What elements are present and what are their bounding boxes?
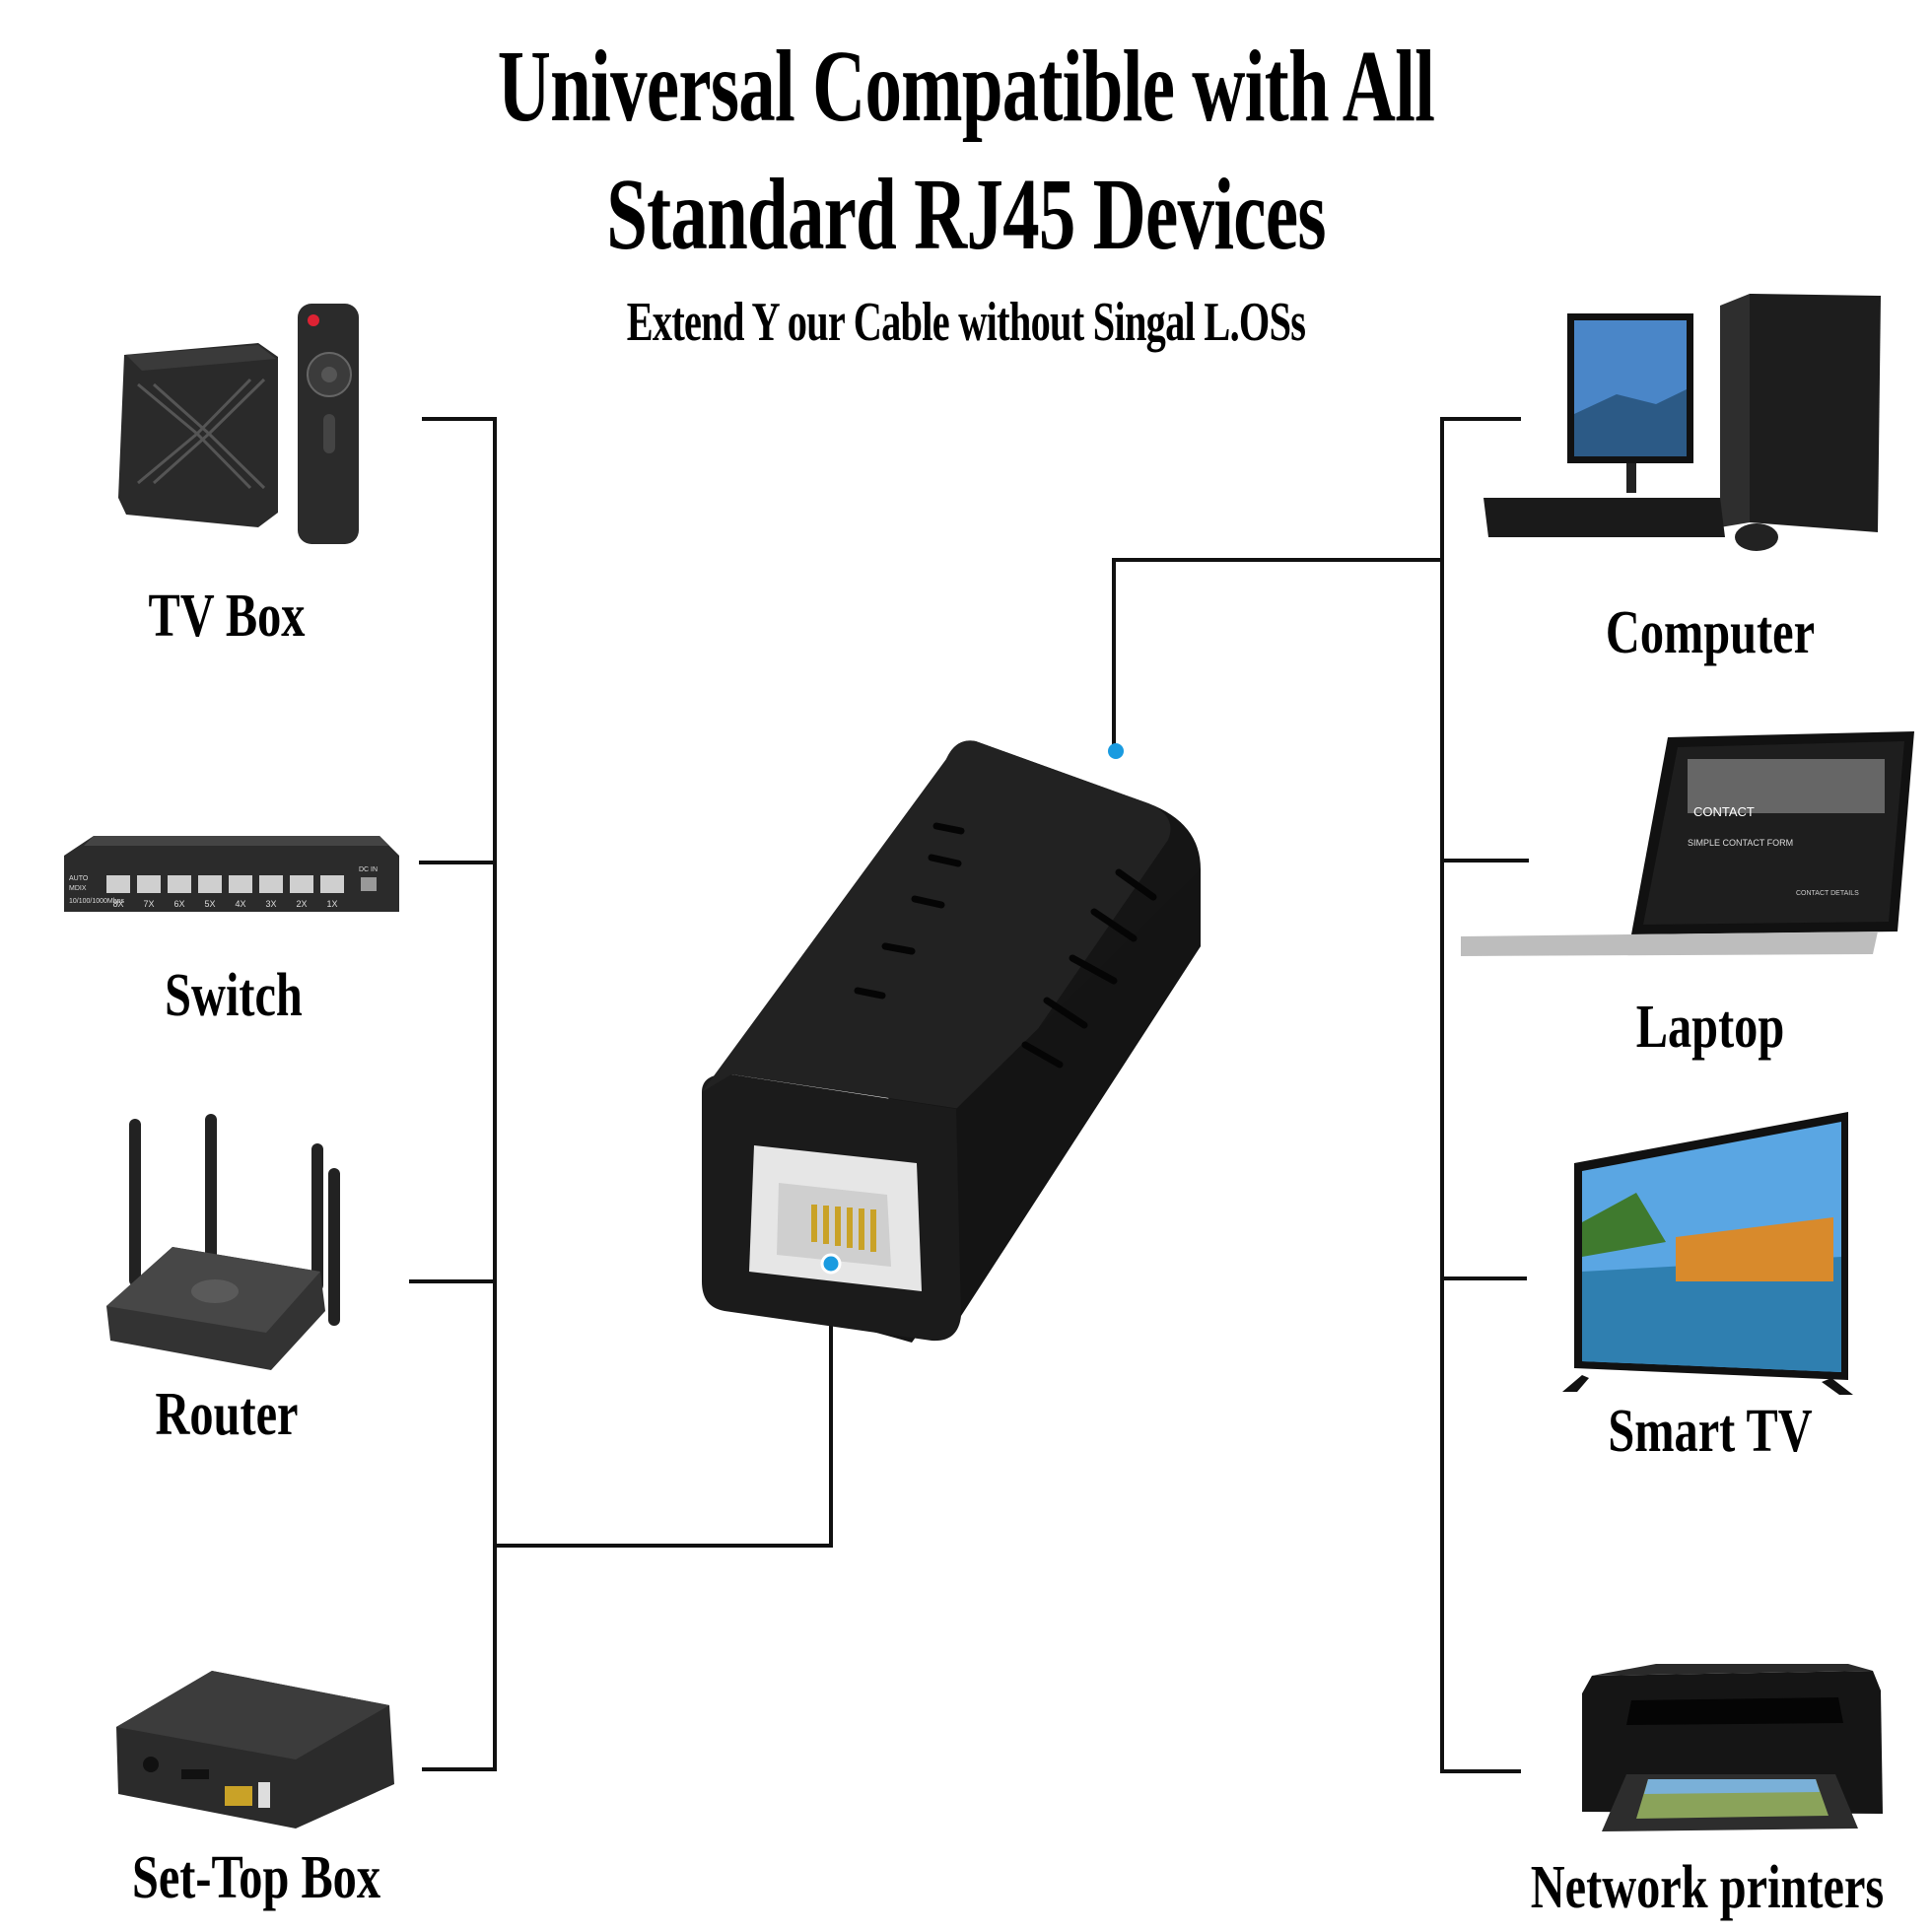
switch-port-label: 6X <box>173 899 184 909</box>
laptop-screen-details: CONTACT DETAILS <box>1796 890 1859 897</box>
switch-port <box>229 875 252 893</box>
device-label-smart-tv: Smart TV <box>1608 1397 1812 1465</box>
router-icon <box>106 1114 340 1370</box>
set-top-box-icon <box>116 1671 394 1828</box>
network-switch-icon <box>64 836 399 912</box>
switch-port-label: 3X <box>265 899 276 909</box>
device-label-tv-box: TV Box <box>149 582 306 650</box>
connector-dot-top <box>1108 743 1124 759</box>
page-subtitle: Extend Y our Cable without Singal L.OSs <box>626 292 1306 353</box>
switch-port <box>198 875 222 893</box>
switch-port-label: 8X <box>112 899 123 909</box>
switch-port-label: 5X <box>204 899 215 909</box>
connector-lines <box>409 417 1529 1773</box>
smart-tv-icon <box>1562 1112 1853 1395</box>
switch-port-label: 2X <box>296 899 307 909</box>
switch-text-left_top: AUTO <box>69 875 89 882</box>
laptop-screen-heading: CONTACT <box>1693 804 1755 819</box>
device-label-set-top-box: Set-Top Box <box>132 1843 380 1911</box>
device-label-laptop: Laptop <box>1636 993 1784 1061</box>
switch-port <box>106 875 130 893</box>
switch-port <box>290 875 313 893</box>
device-label-router: Router <box>156 1380 299 1448</box>
desktop-computer-icon <box>1484 294 1881 551</box>
device-label-switch: Switch <box>165 961 303 1029</box>
laptop-screen-form-title: SIMPLE CONTACT FORM <box>1688 838 1793 848</box>
switch-port <box>320 875 344 893</box>
tv-box-icon <box>118 304 359 544</box>
page-title-line-2: Standard RJ45 Devices <box>606 158 1326 271</box>
device-label-network-printers: Network printers <box>1531 1853 1884 1921</box>
page-title: Universal Compatible with All <box>497 30 1435 143</box>
device-label-computer: Computer <box>1606 598 1815 666</box>
switch-text-left_bottom: MDIX <box>69 885 87 892</box>
switch-port <box>259 875 283 893</box>
laptop-icon: CONTACT SIMPLE CONTACT FORM CONTACT DETA… <box>1461 731 1914 956</box>
switch-port <box>168 875 191 893</box>
rj45-coupler-icon <box>702 740 1201 1343</box>
printer-icon <box>1582 1664 1883 1831</box>
switch-text-speed: 10/100/1000Mbps <box>69 898 125 905</box>
switch-port-label: 1X <box>326 899 337 909</box>
connector-dot-bottom <box>820 1253 842 1275</box>
switch-port-label: 7X <box>143 899 154 909</box>
switch-port <box>137 875 161 893</box>
switch-port-label: 4X <box>235 899 245 909</box>
switch-text-dc: DC IN <box>359 866 378 873</box>
